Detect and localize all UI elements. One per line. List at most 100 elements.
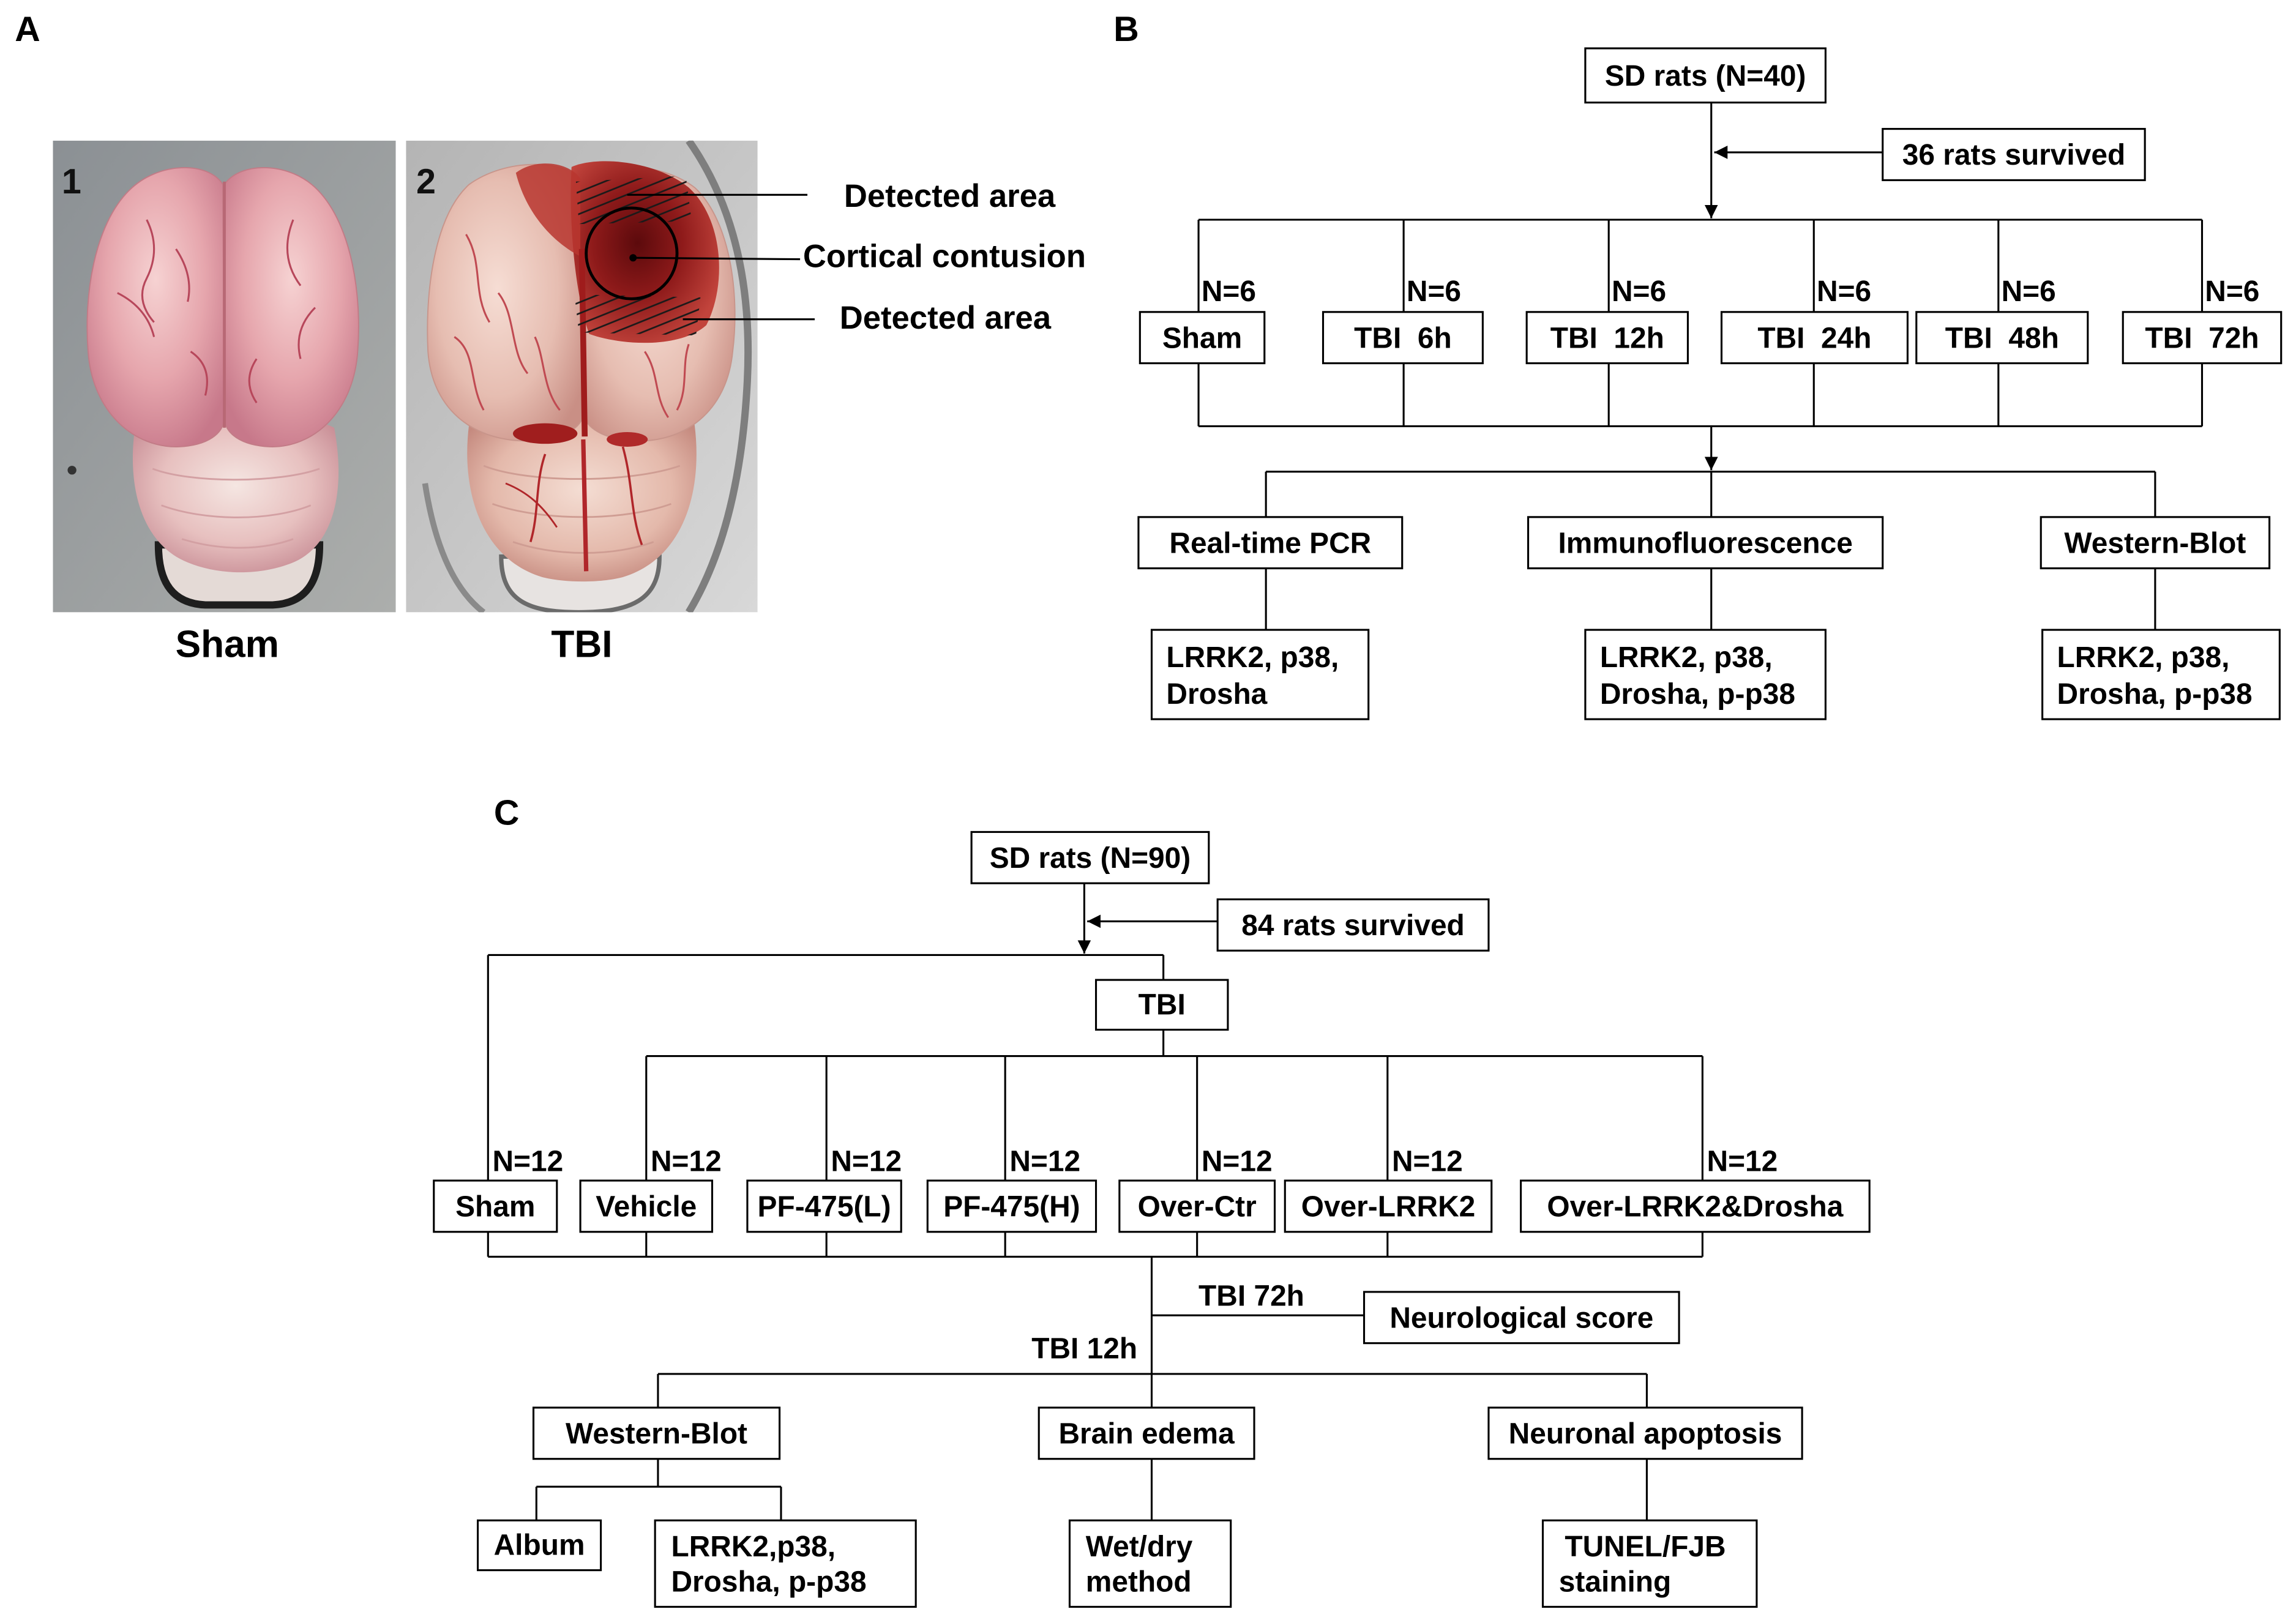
group-box-label: Over-Ctr bbox=[1138, 1191, 1257, 1223]
tbi-box-label: TBI bbox=[1139, 988, 1186, 1021]
group-n-label: N=6 bbox=[2205, 275, 2259, 308]
midline-hemorrhage bbox=[578, 248, 588, 437]
method-box-label: Real-time PCR bbox=[1169, 527, 1371, 559]
group-box-label: TBI 6h bbox=[1354, 322, 1452, 354]
target-box-immunofluorescence bbox=[1584, 629, 1827, 720]
assay-box-label: Brain edema bbox=[1058, 1418, 1235, 1450]
group-n-label: N=12 bbox=[1202, 1145, 1273, 1178]
survived-box bbox=[1882, 128, 2146, 181]
cerebellar-fold bbox=[161, 504, 312, 518]
left-hemisphere bbox=[86, 167, 225, 447]
cerebellar-fold bbox=[181, 538, 294, 549]
group-box-pf-475-high bbox=[926, 1179, 1098, 1233]
vessel bbox=[644, 351, 669, 418]
output-box-tunel-fjb bbox=[1541, 1519, 1758, 1608]
target-line: Drosha, p-p38 bbox=[1600, 678, 1795, 711]
group-n-label: N=12 bbox=[1009, 1145, 1080, 1178]
method-box-western-blot bbox=[2040, 516, 2271, 570]
panel-label-a: A bbox=[15, 10, 40, 49]
survived-box-label: 84 rats survived bbox=[1241, 909, 1464, 942]
cerebellum bbox=[132, 414, 339, 573]
group-box-label: Sham bbox=[1162, 322, 1242, 354]
target-line: LRRK2, p38, bbox=[1166, 641, 1339, 674]
group-box-label: TBI 24h bbox=[1757, 322, 1871, 354]
output-box-album bbox=[477, 1519, 602, 1572]
right-hemisphere bbox=[223, 167, 359, 447]
method-box-immunofluorescence bbox=[1527, 516, 1884, 570]
tbi-box bbox=[1094, 979, 1229, 1031]
start-box bbox=[1584, 47, 1827, 104]
group-box-tbi-12h bbox=[1525, 311, 1689, 365]
blood-streak bbox=[529, 454, 547, 543]
detected-area-upper-hatch bbox=[575, 176, 692, 225]
group-n-label: N=6 bbox=[1612, 275, 1666, 308]
annotation-leader-line bbox=[633, 256, 801, 261]
assay-box-label: Neuronal apoptosis bbox=[1509, 1418, 1782, 1450]
group-box-label: TBI 48h bbox=[1945, 322, 2059, 354]
assay-box-label: Western-Blot bbox=[566, 1418, 747, 1450]
group-n-label: N=6 bbox=[1407, 275, 1461, 308]
output-line: Drosha, p-p38 bbox=[671, 1566, 866, 1598]
group-box-tbi-6h bbox=[1322, 311, 1484, 365]
assay-box-neuronal-apoptosis bbox=[1487, 1406, 1803, 1460]
sham-brain-photo bbox=[53, 140, 396, 613]
vessel bbox=[454, 336, 485, 411]
output-line: TUNEL/FJB bbox=[1565, 1531, 1726, 1563]
assay-box-brain-edema bbox=[1038, 1406, 1255, 1460]
assay-box-western-blot bbox=[532, 1406, 781, 1460]
group-box-over-lrrk2-drosha bbox=[1520, 1179, 1871, 1233]
group-box-sham bbox=[1139, 311, 1266, 365]
group-box-tbi-24h bbox=[1720, 311, 1909, 365]
target-box-pcr bbox=[1150, 629, 1370, 720]
group-n-label: N=12 bbox=[1392, 1145, 1463, 1178]
group-box-pf-475-low bbox=[746, 1179, 902, 1233]
panel-label-b: B bbox=[1113, 10, 1139, 49]
timepoint-72h-label: TBI 72h bbox=[1198, 1280, 1304, 1313]
start-box-label: SD rats (N=40) bbox=[1605, 60, 1806, 92]
output-box-western-targets bbox=[654, 1519, 917, 1608]
vessel bbox=[465, 234, 491, 323]
group-n-label: N=6 bbox=[1202, 275, 1256, 308]
group-box-label: Over-LRRK2&Drosha bbox=[1547, 1191, 1843, 1223]
group-box-label: TBI 12h bbox=[1550, 322, 1664, 354]
neurological-score-box bbox=[1363, 1291, 1680, 1345]
group-n-label: N=12 bbox=[492, 1145, 563, 1178]
photo-number-2: 2 bbox=[416, 162, 436, 201]
target-line: LRRK2, p38, bbox=[2057, 641, 2230, 674]
output-line: staining bbox=[1559, 1566, 1671, 1598]
method-box-real-time-pcr bbox=[1137, 516, 1404, 570]
blood-streak bbox=[621, 446, 643, 545]
caption-sham: Sham bbox=[176, 624, 279, 666]
vessel bbox=[297, 307, 316, 359]
annotation-cortical-contusion: Cortical contusion bbox=[803, 238, 1086, 274]
neurological-score-label: Neurological score bbox=[1389, 1302, 1653, 1334]
panel-a: A 1 bbox=[15, 10, 1086, 666]
output-line: LRRK2,p38, bbox=[671, 1531, 836, 1563]
vessel bbox=[141, 219, 155, 323]
group-box-sham bbox=[433, 1179, 558, 1233]
group-box-over-ctr bbox=[1118, 1179, 1276, 1233]
survived-box bbox=[1216, 898, 1490, 952]
vessel bbox=[117, 292, 155, 337]
group-box-label: PF-475(L) bbox=[758, 1191, 891, 1223]
contusion-circle bbox=[585, 206, 679, 300]
vessel bbox=[190, 351, 208, 396]
panel-c: C SD rats (N=90) 84 rats survived TBI N=… bbox=[433, 793, 1871, 1608]
group-box-label: TBI 72h bbox=[2145, 322, 2259, 354]
group-box-label: Vehicle bbox=[596, 1191, 697, 1223]
blood-streak bbox=[581, 439, 589, 572]
cerebellar-fold bbox=[483, 465, 681, 480]
vessel bbox=[497, 292, 529, 375]
vessel bbox=[175, 248, 190, 302]
method-box-label: Immunofluorescence bbox=[1558, 527, 1852, 559]
blood-streak bbox=[505, 482, 558, 528]
survived-box-label: 36 rats survived bbox=[1902, 139, 2125, 171]
group-box-label: Over-LRRK2 bbox=[1301, 1191, 1476, 1223]
group-box-label: PF-475(H) bbox=[943, 1191, 1080, 1223]
detected-area-lower-hatch bbox=[574, 294, 701, 336]
group-n-label: N=12 bbox=[1707, 1145, 1778, 1178]
vessel bbox=[248, 358, 258, 404]
output-box-wet-dry bbox=[1068, 1519, 1232, 1608]
output-line: Wet/dry bbox=[1086, 1531, 1193, 1563]
